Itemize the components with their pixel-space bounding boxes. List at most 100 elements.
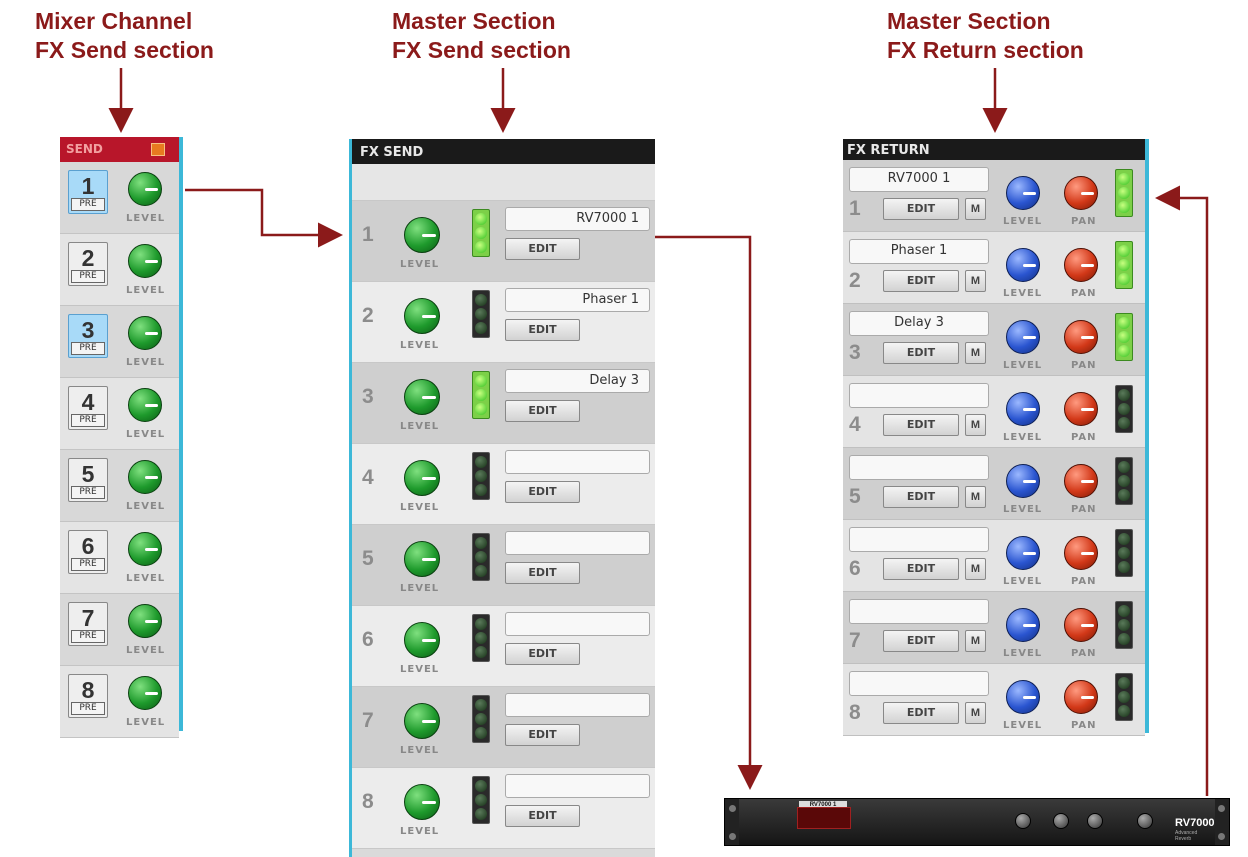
rack-knob-icon[interactable] (1015, 813, 1031, 829)
fx-return-device-name[interactable] (849, 383, 989, 408)
fx-send-level-knob-icon[interactable] (404, 460, 440, 496)
fx-return-pan-knob-icon[interactable] (1064, 176, 1098, 210)
fx-send-level-knob-icon[interactable] (404, 784, 440, 820)
pre-fader-button[interactable]: PRE (71, 558, 105, 571)
fx-send-edit-button[interactable]: EDIT (505, 805, 580, 827)
fx-return-level-knob-icon[interactable] (1006, 608, 1040, 642)
fx-return-pan-knob-icon[interactable] (1064, 536, 1098, 570)
fx-return-mute-button[interactable]: M (965, 486, 986, 508)
send-level-knob-icon[interactable] (128, 460, 162, 494)
fx-return-edit-button[interactable]: EDIT (883, 198, 959, 220)
rack-knob-icon[interactable] (1137, 813, 1153, 829)
fx-return-mute-button[interactable]: M (965, 558, 986, 580)
fx-return-edit-button[interactable]: EDIT (883, 414, 959, 436)
fx-send-edit-button[interactable]: EDIT (505, 643, 580, 665)
fx-return-edit-button[interactable]: EDIT (883, 702, 959, 724)
fx-return-mute-button[interactable]: M (965, 342, 986, 364)
fx-send-device-name[interactable]: RV7000 1 (505, 207, 650, 231)
pre-fader-button[interactable]: PRE (71, 630, 105, 643)
send-level-knob-icon[interactable] (128, 172, 162, 206)
fx-return-level-knob-icon[interactable] (1006, 248, 1040, 282)
fx-return-edit-button[interactable]: EDIT (883, 558, 959, 580)
fx-send-edit-button[interactable]: EDIT (505, 562, 580, 584)
fx-return-device-name[interactable] (849, 527, 989, 552)
fx-return-edit-button[interactable]: EDIT (883, 342, 959, 364)
fx-send-device-name[interactable]: Delay 3 (505, 369, 650, 393)
fx-send-level-knob-icon[interactable] (404, 298, 440, 334)
fx-return-level-knob-icon[interactable] (1006, 536, 1040, 570)
fx-return-pan-knob-icon[interactable] (1064, 248, 1098, 282)
fx-return-level-knob-icon[interactable] (1006, 320, 1040, 354)
fx-return-device-name[interactable]: RV7000 1 (849, 167, 989, 192)
send-level-knob-icon[interactable] (128, 244, 162, 278)
fx-return-edit-button[interactable]: EDIT (883, 270, 959, 292)
led-icon (475, 565, 487, 577)
fx-return-mute-button[interactable]: M (965, 414, 986, 436)
fx-send-device-name[interactable] (505, 774, 650, 798)
fx-send-device-name[interactable] (505, 531, 650, 555)
led-icon (1118, 489, 1130, 501)
rv7000-rack-device[interactable]: RV7000 1 RV7000 Advanced Reverb (724, 798, 1230, 846)
fx-send-level-knob-icon[interactable] (404, 541, 440, 577)
send-level-knob-icon[interactable] (128, 532, 162, 566)
fx-send-device-name[interactable] (505, 693, 650, 717)
pre-fader-button[interactable]: PRE (71, 414, 105, 427)
fx-return-mute-button[interactable]: M (965, 198, 986, 220)
strip-led-icon[interactable] (151, 143, 165, 156)
fx-return-edit-button[interactable]: EDIT (883, 630, 959, 652)
fx-send-edit-button[interactable]: EDIT (505, 238, 580, 260)
pre-fader-button[interactable]: PRE (71, 198, 105, 211)
fx-return-device-name[interactable] (849, 455, 989, 480)
fx-return-edit-button[interactable]: EDIT (883, 486, 959, 508)
fx-send-edit-button[interactable]: EDIT (505, 724, 580, 746)
fx-send-device-name[interactable] (505, 450, 650, 474)
fx-send-edit-button[interactable]: EDIT (505, 481, 580, 503)
pre-fader-button[interactable]: PRE (71, 342, 105, 355)
fx-return-level-knob-icon[interactable] (1006, 176, 1040, 210)
fx-send-number: 2 (362, 304, 374, 327)
fx-send-level-knob-icon[interactable] (404, 622, 440, 658)
send-level-knob-icon[interactable] (128, 316, 162, 350)
fx-send-level-knob-icon[interactable] (404, 703, 440, 739)
fx-send-level-knob-icon[interactable] (404, 379, 440, 415)
fx-return-pan-knob-icon[interactable] (1064, 680, 1098, 714)
rack-knob-icon[interactable] (1053, 813, 1069, 829)
fx-send-level-knob-icon[interactable] (404, 217, 440, 253)
fx-return-device-name[interactable]: Delay 3 (849, 311, 989, 336)
fx-return-level-knob-icon[interactable] (1006, 680, 1040, 714)
fx-return-pan-knob-icon[interactable] (1064, 320, 1098, 354)
fx-return-level-knob-icon[interactable] (1006, 392, 1040, 426)
fx-send-edit-button[interactable]: EDIT (505, 319, 580, 341)
fx-return-pan-knob-icon[interactable] (1064, 392, 1098, 426)
fx-send-edit-button[interactable]: EDIT (505, 400, 580, 422)
rack-patch-name[interactable]: RV7000 1 (799, 801, 847, 809)
fx-return-mute-button[interactable]: M (965, 270, 986, 292)
fx-return-level-knob-icon[interactable] (1006, 464, 1040, 498)
send-level-knob-icon[interactable] (128, 676, 162, 710)
pre-fader-button[interactable]: PRE (71, 702, 105, 715)
fx-return-pan-knob-icon[interactable] (1064, 464, 1098, 498)
fx-send-device-name[interactable] (505, 612, 650, 636)
fx-return-device-name[interactable]: Phaser 1 (849, 239, 989, 264)
fx-return-pan-knob-icon[interactable] (1064, 608, 1098, 642)
fx-return-mute-button[interactable]: M (965, 630, 986, 652)
send-level-knob-icon[interactable] (128, 604, 162, 638)
send-level-knob-icon[interactable] (128, 388, 162, 422)
fx-return-mute-button[interactable]: M (965, 702, 986, 724)
pre-fader-button[interactable]: PRE (71, 486, 105, 499)
fx-return-device-name[interactable] (849, 599, 989, 624)
fx-return-device-name[interactable] (849, 671, 989, 696)
rack-knob-icon[interactable] (1087, 813, 1103, 829)
fx-send-device-name[interactable]: Phaser 1 (505, 288, 650, 312)
pre-fader-button[interactable]: PRE (71, 270, 105, 283)
